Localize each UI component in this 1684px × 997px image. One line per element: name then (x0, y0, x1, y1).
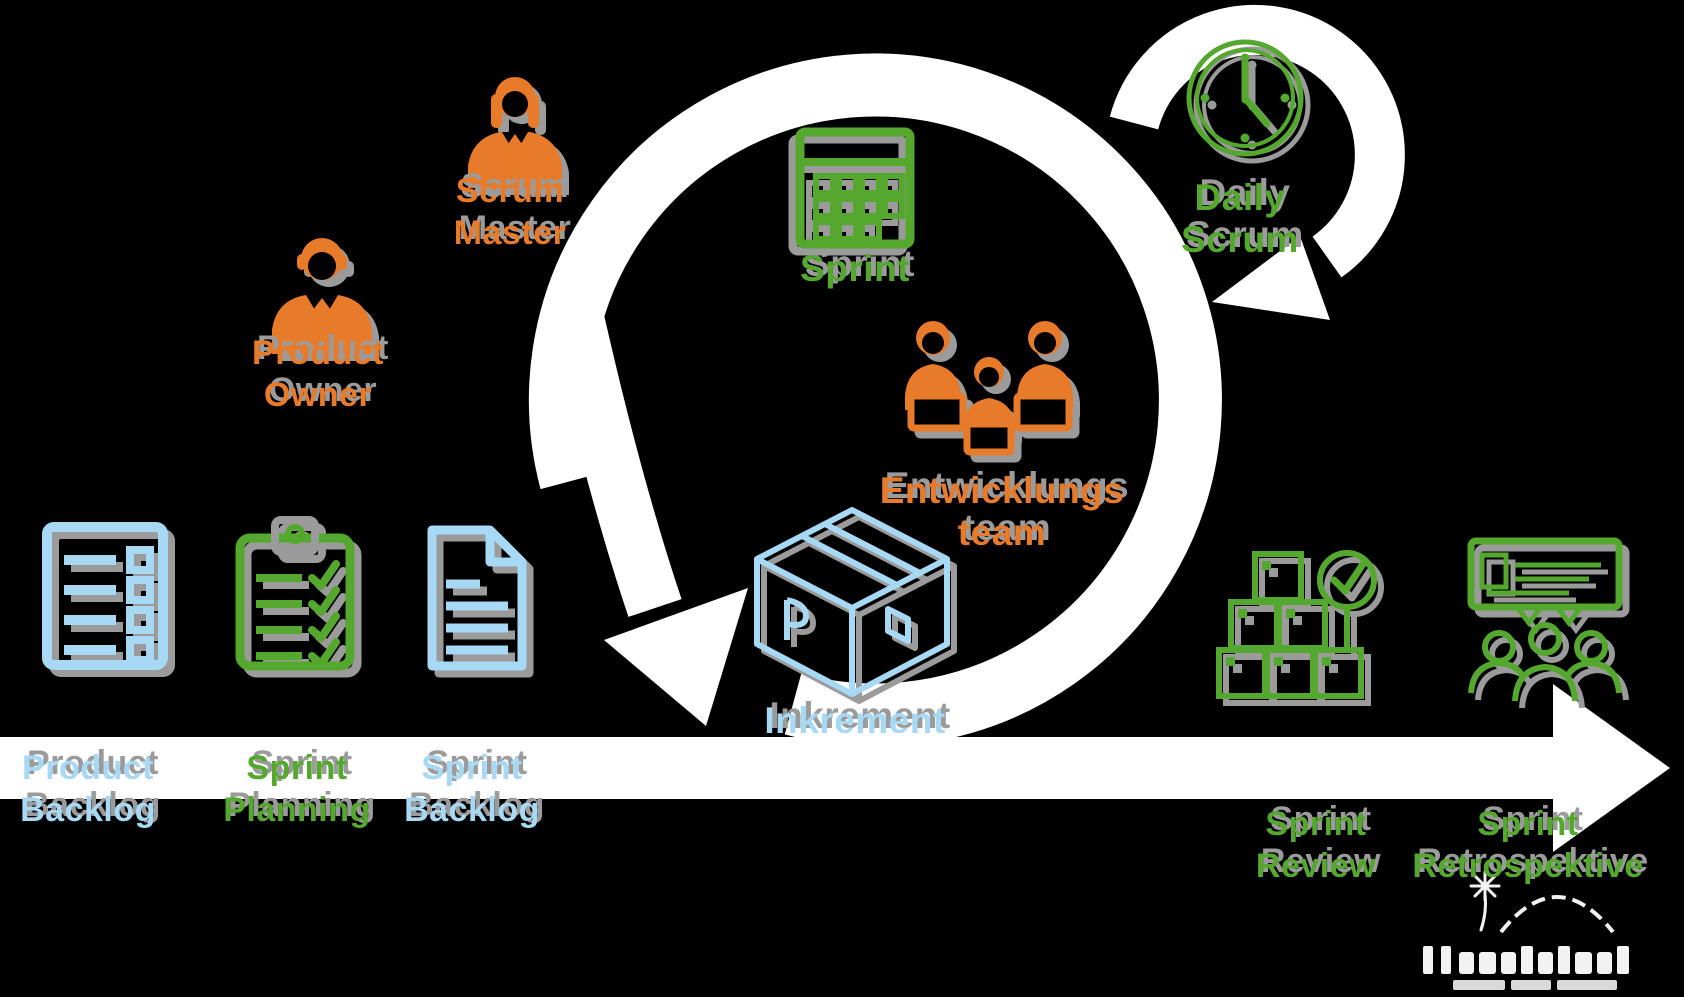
logo (1423, 870, 1629, 990)
daily-scrum-loop (1109, 4, 1405, 278)
increment-label: Inkrement (764, 700, 946, 741)
timeline-arrow-shaft (0, 737, 1556, 799)
sprint-planning-label-line1: Sprint (246, 749, 348, 787)
development-team-icon (893, 314, 1085, 469)
product-owner-icon (264, 232, 380, 359)
sprint-label: Sprint (800, 248, 910, 289)
product-backlog-label-line1: Product (22, 749, 154, 787)
sprint-planning-icon (232, 514, 358, 681)
daily-scrum-loop-arrow-head (1212, 236, 1330, 320)
sprint-planning-label: Sprint Planning (223, 747, 371, 831)
daily-scrum-label: Daily Scrum (1181, 177, 1299, 261)
increment-box-icon (742, 502, 962, 707)
sprint-backlog-label-line2: Backlog (404, 791, 540, 829)
product-backlog-label-line2: Backlog (20, 791, 156, 829)
logo-dandelion-icon (1469, 870, 1501, 932)
logo-dome-arc (1499, 895, 1615, 934)
sprint-retrospective-label-line1: Sprint (1477, 805, 1579, 843)
sprint-retrospective-label-line2: Retrospektive (1412, 847, 1644, 885)
sprint-planning-label-line2: Planning (223, 791, 371, 829)
logo-wordmark (1423, 946, 1629, 974)
sprint-retrospective-label: Sprint Retrospektive (1412, 803, 1643, 887)
daily-scrum-label-line2: Scrum (1181, 219, 1299, 260)
sprint-backlog-label: Sprint Backlog (404, 747, 540, 831)
development-team-label-line1: Entwicklungs (879, 470, 1125, 511)
product-backlog-icon (40, 520, 170, 677)
timeline-arrow-head (1553, 684, 1670, 852)
scrum-master-label: Scrum Master (454, 170, 567, 254)
cycle-entry-arrow-shaft (544, 293, 682, 617)
scrum-master-label-line2: Master (453, 214, 567, 252)
product-backlog-label: Product Backlog (20, 747, 156, 831)
daily-scrum-label-line1: Daily (1194, 177, 1286, 218)
sprint-backlog-label-line1: Sprint (421, 749, 523, 787)
sprint-review-label-line1: Sprint (1265, 805, 1367, 843)
sprint-backlog-icon (420, 522, 532, 679)
product-owner-label-line1: Product (252, 334, 384, 372)
logo-tagline (1453, 980, 1617, 990)
product-owner-label-line2: Owner (263, 376, 373, 414)
sprint-review-label-line2: Review (1255, 847, 1377, 885)
sprint-retrospective-icon (1465, 535, 1625, 715)
scrum-master-label-line1: Scrum (455, 172, 565, 210)
sprint-cycle-ring (528, 53, 1222, 747)
sprint-calendar-icon (793, 120, 917, 257)
sprint-review-label: Sprint Review (1256, 803, 1376, 887)
cycle-entry-arrow-head (604, 588, 748, 726)
scrum-master-icon (462, 72, 568, 193)
development-team-label-line2: team (957, 512, 1047, 553)
daily-scrum-clock-icon (1183, 36, 1307, 165)
sprint-review-icon (1215, 540, 1385, 707)
product-owner-label: Product Owner (252, 332, 384, 416)
development-team-label: Entwicklungs team (880, 470, 1124, 554)
